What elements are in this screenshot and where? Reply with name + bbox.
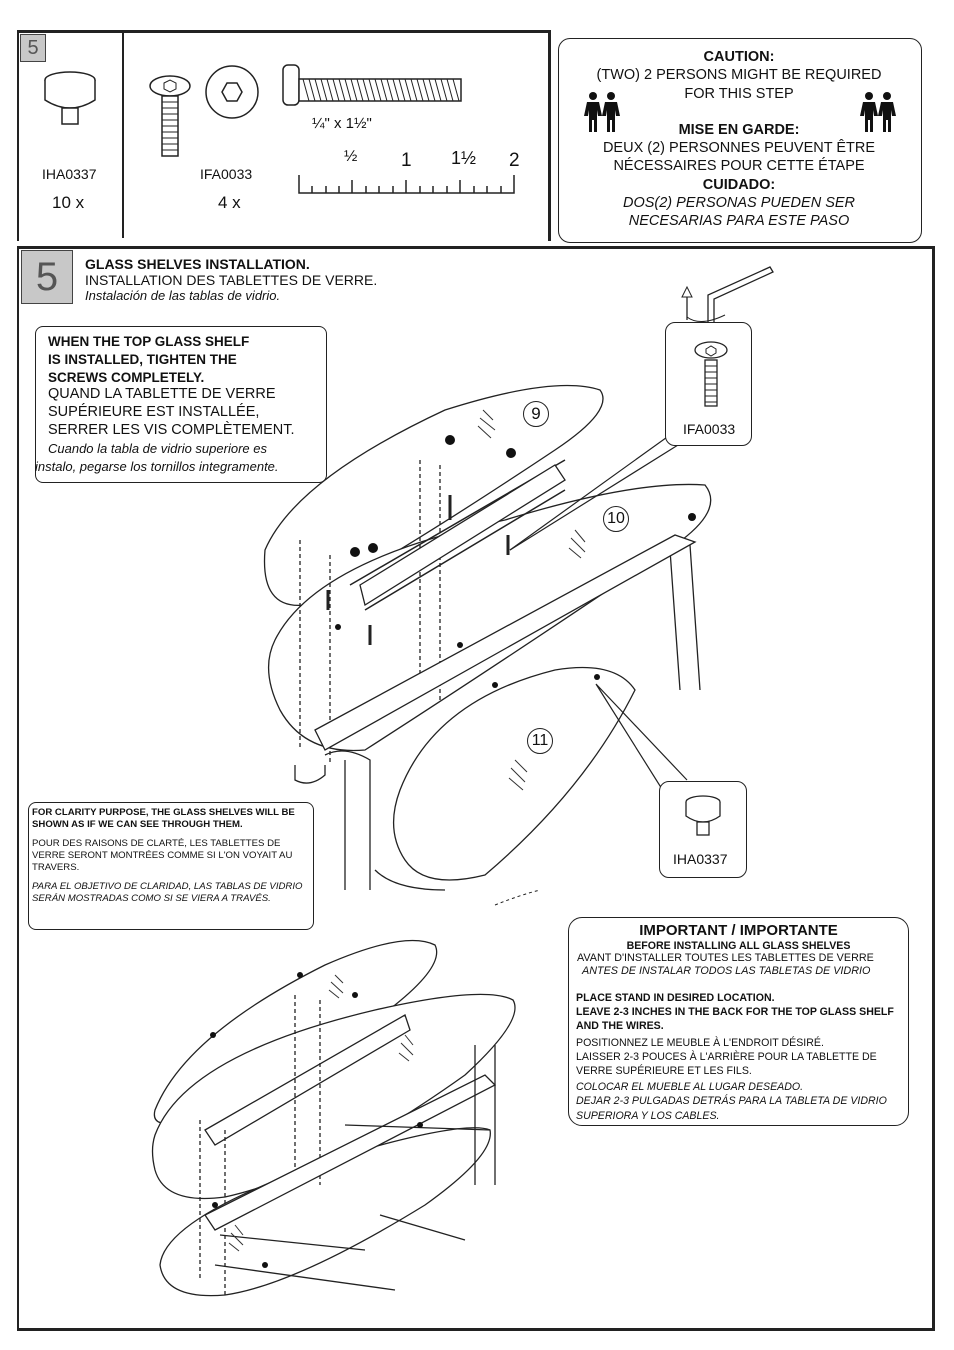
clarity-note-fr: POUR DES RAISONS DE CLARTÉ, LES TABLETTE…: [32, 838, 293, 873]
caution-text-es-2: NECESARIAS PARA ESTE PASO: [628, 213, 850, 230]
caution-text-en-1: (TWO) 2 PERSONS MIGHT BE REQUIRED: [596, 67, 882, 84]
note-fr-1: QUAND LA TABLETTE DE VERRE: [48, 386, 276, 403]
important-sub-en: BEFORE INSTALLING ALL GLASS SHELVES: [626, 940, 851, 952]
important-en-1: PLACE STAND IN DESIRED LOCATION.: [576, 992, 775, 1004]
assembled-stand-illustration: [151, 939, 516, 1297]
note-es-1: Cuando la tabla de vidrio superiore es: [48, 440, 267, 456]
main-step-number: 5: [21, 250, 73, 304]
caution-text: CAUTION: (TWO) 2 PERSONS MIGHT BE REQUIR…: [560, 48, 918, 231]
part-qty-ifa0033: 4 x: [218, 193, 241, 212]
parts-divider: [122, 33, 124, 238]
top-shelf-note: [35, 326, 327, 483]
important-box: [568, 917, 909, 1126]
exploded-assembly-illustration: [263, 384, 712, 906]
caution-text-en-2: FOR THIS STEP: [684, 85, 794, 102]
important-sub-es: ANTES DE INSTALAR TODOS LAS TABLETAS DE …: [582, 965, 871, 977]
note-en-1: WHEN THE TOP GLASS SHELF: [48, 334, 250, 349]
clarity-note-en: FOR CLARITY PURPOSE, THE GLASS SHELVES W…: [32, 807, 295, 830]
note-fr-2: SUPÉRIEURE EST INSTALLÉE,: [48, 404, 260, 421]
cap-nut-icon: [44, 71, 96, 125]
note-es-2: instalo, pegarse los tornillos integrame…: [35, 458, 279, 474]
ruler-label-2: 2: [509, 150, 520, 171]
cap-callout-pointer: [595, 683, 688, 806]
step-title-fr: INSTALLATION DES TABLETTES DE VERRE.: [85, 272, 378, 288]
shelf-label-9: 9: [523, 401, 549, 427]
caution-box: [558, 38, 922, 243]
important-title: IMPORTANT / IMPORTANTE: [639, 922, 838, 939]
shelf-label-11: 11: [527, 728, 553, 754]
step-title-es: Instalación de las tablas de vidrio.: [85, 288, 281, 303]
caution-title-es: CUIDADO:: [702, 176, 776, 193]
cap-callout-label: IHA0337: [673, 851, 728, 867]
two-persons-icon: [584, 92, 620, 132]
step-title-en: GLASS SHELVES INSTALLATION.: [85, 256, 310, 272]
ruler-label-half: ½: [344, 148, 358, 165]
clarity-note-box: [28, 802, 314, 930]
note-fr-3: SERRER LES VIS COMPLÈTEMENT.: [48, 421, 295, 438]
screw-callout-label: IFA0033: [683, 421, 736, 437]
part-code-iha0337: IHA0337: [42, 166, 97, 182]
clarity-note-es: PARA EL OBJETIVO DE CLARIDAD, LAS TABLAS…: [32, 881, 303, 904]
important-es-2: DEJAR 2-3 PULGADAS DETRÁS PARA LA TABLET…: [576, 1095, 887, 1122]
part-qty-iha0337: 10 x: [52, 193, 85, 212]
screw-size-label: ¼" x 1½": [312, 115, 372, 132]
ruler-label-1-half: 1½: [451, 148, 477, 168]
caution-title-fr: MISE EN GARDE:: [678, 121, 800, 138]
part-code-ifa0033: IFA0033: [200, 166, 253, 182]
caution-title-en: CAUTION:: [703, 49, 775, 65]
screw-side-view-icon: [282, 64, 462, 106]
important-body: PLACE STAND IN DESIRED LOCATION. LEAVE 2…: [576, 991, 894, 1123]
important-fr-2: LAISSER 2-3 POUCES À L'ARRIÈRE POUR LA T…: [576, 1050, 877, 1078]
note-en-2: IS INSTALLED, TIGHTEN THE: [48, 351, 237, 367]
shelf-label-10: 10: [603, 506, 629, 532]
note-en-3: SCREWS COMPLETELY.: [48, 369, 205, 385]
cap-nut-callout-icon: [685, 795, 721, 836]
top-shelf-note-text: WHEN THE TOP GLASS SHELF IS INSTALLED, T…: [35, 333, 323, 475]
parts-panel: [17, 30, 551, 241]
parts-step-number: 5: [20, 34, 46, 62]
important-sub-fr: AVANT D'INSTALLER TOUTES LES TABLETTES D…: [577, 952, 874, 964]
two-persons-icon-right: [860, 92, 896, 132]
ruler-icon: [298, 175, 515, 194]
step-title: GLASS SHELVES INSTALLATION. INSTALLATION…: [85, 256, 377, 304]
important-es-1: COLOCAR EL MUEBLE AL LUGAR DESEADO.: [576, 1081, 804, 1094]
important-fr-1: POSITIONNEZ LE MEUBLE À L'ENDROIT DÉSIRÉ…: [576, 1036, 824, 1049]
hex-screw-icon: [149, 65, 259, 157]
caution-text-fr-1: DEUX (2) PERSONNES PEUVENT ÊTRE: [602, 140, 876, 157]
clarity-note-text: FOR CLARITY PURPOSE, THE GLASS SHELVES W…: [32, 807, 310, 905]
important-en-2: LEAVE 2-3 INCHES IN THE BACK FOR THE TOP…: [576, 1006, 894, 1033]
caution-text-fr-2: NÉCESSAIRES POUR CETTE ÉTAPE: [613, 158, 865, 175]
hex-screw-callout-icon: [694, 341, 728, 407]
ruler-label-1: 1: [401, 150, 412, 171]
caution-text-es-1: DOS(2) PERSONAS PUEDEN SER: [622, 195, 856, 212]
